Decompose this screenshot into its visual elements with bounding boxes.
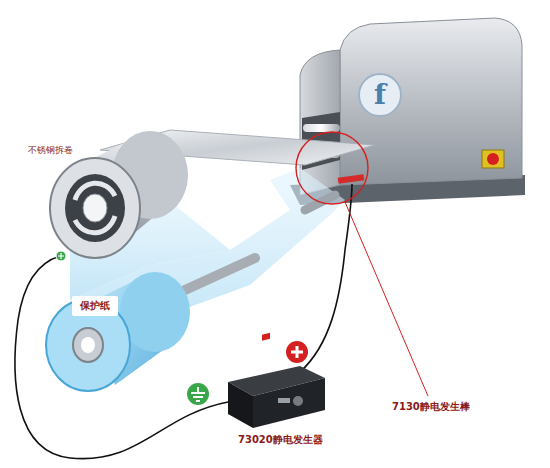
paper-roll [46, 272, 190, 391]
generator-front [253, 378, 325, 428]
ground-symbol [187, 383, 209, 405]
part-label: 7130静电发生棒 [392, 402, 470, 412]
generator-switch [262, 333, 270, 341]
plus-symbol [291, 346, 303, 358]
part-label: 73020静电发生器 [238, 435, 323, 445]
ground-terminal [58, 253, 64, 259]
positive-wire [300, 184, 352, 372]
callout-circle [296, 132, 368, 204]
plus-symbol [286, 341, 308, 363]
generator-display [278, 398, 290, 403]
logo-circle [359, 74, 401, 116]
paper-roll-core [73, 328, 103, 362]
ground-terminal [56, 251, 66, 261]
generator-side [228, 382, 253, 428]
guide-roller [185, 258, 255, 290]
label-box: 保护纸 [72, 296, 118, 316]
stop-button [487, 153, 499, 165]
ground-wire [15, 256, 228, 459]
steel-roll-ring [65, 174, 125, 242]
guide-roller [185, 195, 335, 290]
part-label: 不锈钢拆卷 [28, 146, 73, 155]
logo-letter: f [374, 81, 386, 109]
static-bar [338, 174, 365, 184]
paper-roll-hole [81, 337, 95, 353]
generator-knob [293, 396, 303, 406]
ground-symbol [191, 387, 205, 401]
static-generator [228, 333, 325, 428]
steel-roll-face [50, 158, 140, 258]
steel-roll-core [83, 194, 107, 222]
button-housing [482, 150, 504, 168]
leader-line [345, 202, 428, 396]
box-text: 保护纸 [80, 299, 110, 313]
machine-roller [303, 124, 340, 132]
machine [290, 18, 525, 205]
